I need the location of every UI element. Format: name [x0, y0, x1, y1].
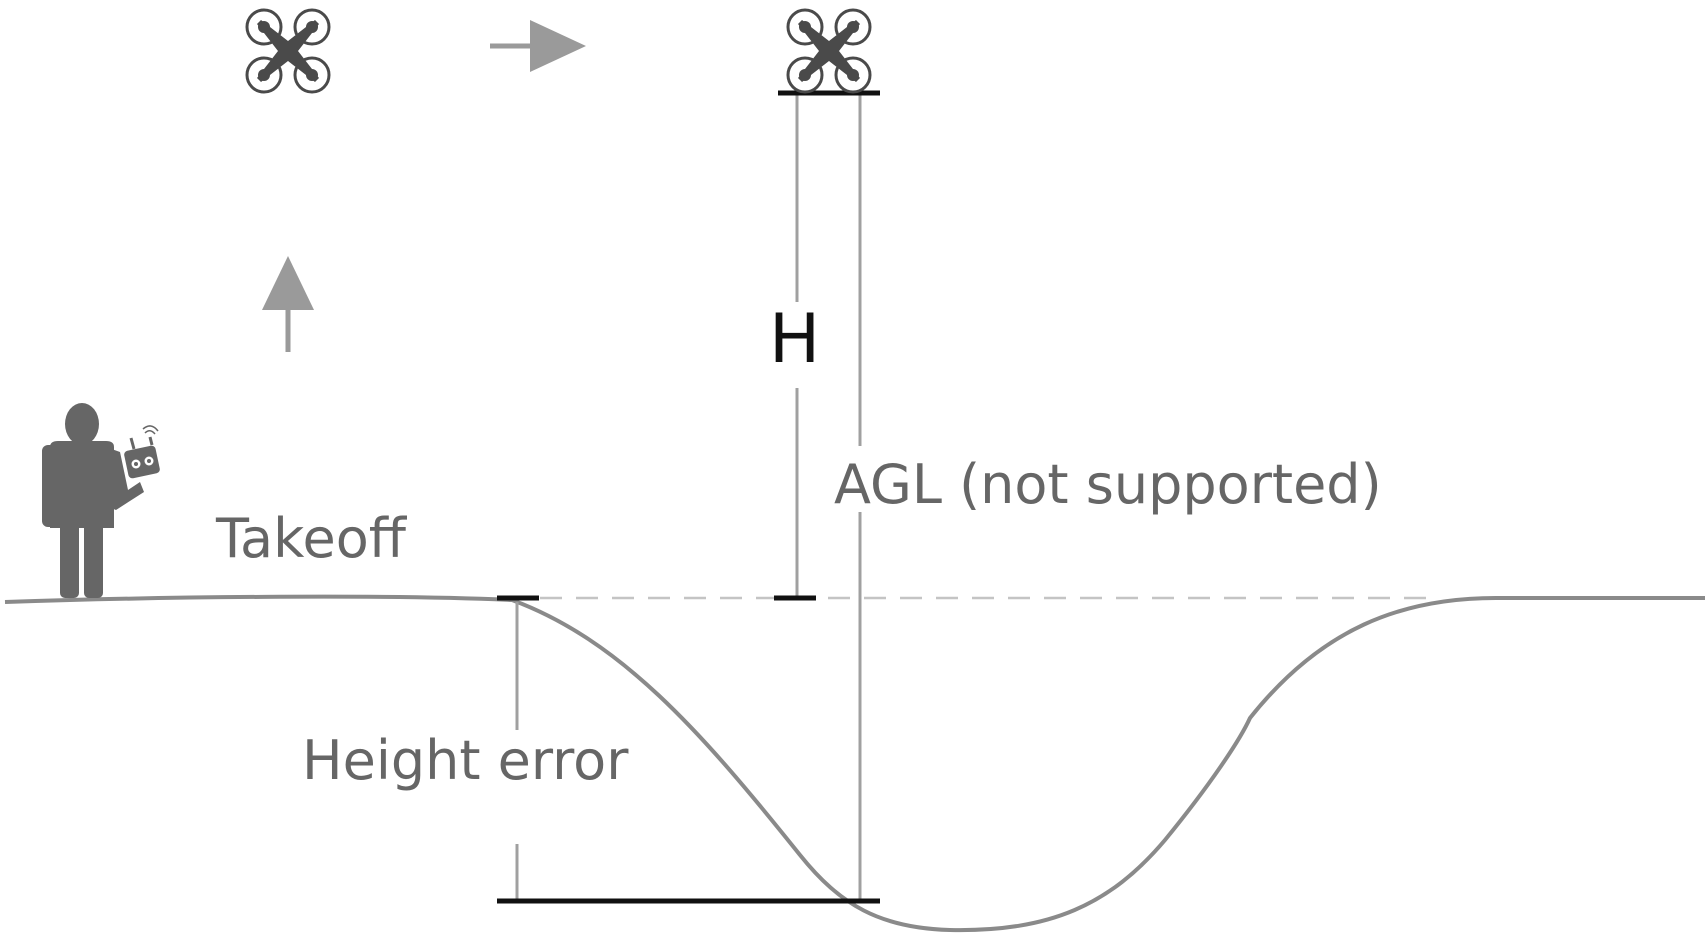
- arrow-right-icon: [490, 20, 586, 72]
- agl-label: AGL (not supported): [834, 453, 1382, 516]
- takeoff-label: Takeoff: [216, 507, 406, 570]
- h-label: H: [769, 300, 821, 379]
- quadcopter-icon: [786, 8, 872, 94]
- quadcopter-icon: [245, 8, 331, 94]
- arrow-up-icon: [262, 256, 314, 352]
- terrain-profile: [4, 594, 1705, 933]
- height-error-label: Height error: [302, 729, 629, 792]
- pilot-with-remote-controller-icon: [42, 403, 160, 598]
